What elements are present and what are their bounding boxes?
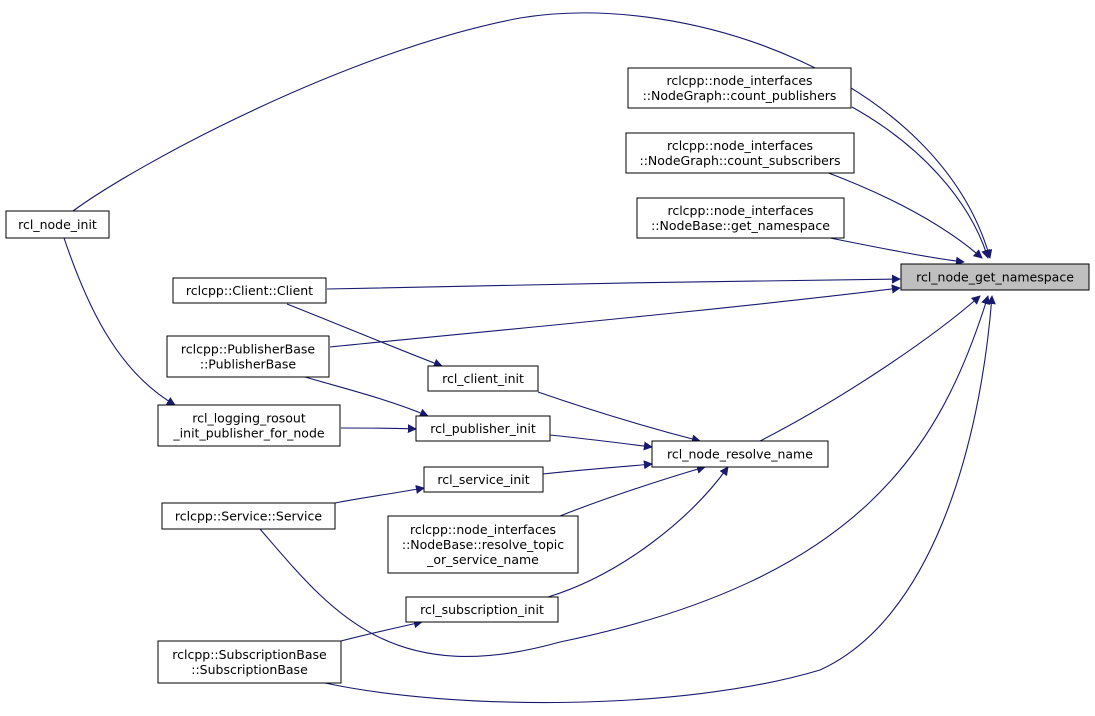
node-box-subscriptionbase[interactable] <box>157 640 342 684</box>
edge-ng_count_subscribers-to-rcl_node_get_namespace <box>825 171 983 259</box>
edge-client_client-to-rcl_node_get_namespace <box>326 274 901 290</box>
node-rcl_node_resolve_name[interactable]: rcl_node_resolve_name <box>651 440 829 468</box>
node-label-ng_count_subscribers-1: ::NodeGraph::count_subscribers <box>640 153 841 168</box>
node-label-rcl_logging_rosout-0: rcl_logging_rosout <box>192 411 306 426</box>
node-nb_resolve_topic[interactable]: rclcpp::node_interfaces::NodeBase::resol… <box>387 515 579 574</box>
node-label-ng_count_publishers-1: ::NodeGraph::count_publishers <box>643 88 837 103</box>
edge-subscriptionbase-to-rcl_node_get_namespace <box>324 295 996 704</box>
edge-rcl_publisher_init-to-rcl_node_resolve_name <box>549 434 653 451</box>
edge-nb_resolve_topic-to-rcl_node_resolve_name <box>559 464 706 517</box>
node-label-nb_get_namespace-1: ::NodeBase::get_namespace <box>651 218 830 233</box>
node-label-client_client-0: rclcpp::Client::Client <box>186 283 313 298</box>
node-label-subscriptionbase-0: rclcpp::SubscriptionBase <box>172 647 327 662</box>
edge-client_client-to-rcl_client_init <box>286 303 443 368</box>
node-label-nb_resolve_topic-0: rclcpp::node_interfaces <box>410 522 556 537</box>
node-box-publisherbase[interactable] <box>166 335 330 378</box>
nodes-layer: rcl_node_get_namespacercl_node_initrclcp… <box>5 67 1090 684</box>
edge-rcl_node_resolve_name-to-rcl_node_get_namespace <box>759 295 981 442</box>
node-rcl_service_init[interactable]: rcl_service_init <box>423 466 544 493</box>
edge-service_service-to-rcl_service_init <box>334 484 425 504</box>
node-label-ng_count_subscribers-0: rclcpp::node_interfaces <box>667 138 813 153</box>
node-box-rcl_publisher_init[interactable] <box>415 415 551 442</box>
node-label-subscriptionbase-1: ::SubscriptionBase <box>191 662 308 677</box>
edge-rcl_client_init-to-rcl_node_resolve_name <box>537 391 701 444</box>
node-box-ng_count_publishers[interactable] <box>627 67 852 109</box>
node-client_client[interactable]: rclcpp::Client::Client <box>172 277 327 304</box>
node-box-rcl_client_init[interactable] <box>427 365 539 392</box>
edge-subscriptionbase-to-rcl_subscription_init <box>340 619 423 642</box>
node-box-service_service[interactable] <box>161 502 336 530</box>
node-label-rcl_publisher_init-0: rcl_publisher_init <box>430 421 536 436</box>
edge-rcl_service_init-to-rcl_node_resolve_name <box>542 460 653 475</box>
node-label-rcl_client_init-0: rcl_client_init <box>442 371 524 386</box>
node-rcl_subscription_init[interactable]: rcl_subscription_init <box>405 596 559 623</box>
node-label-service_service-0: rclcpp::Service::Service <box>175 509 323 524</box>
node-box-nb_resolve_topic[interactable] <box>387 515 579 574</box>
edge-publisherbase-to-rcl_publisher_init <box>304 376 429 418</box>
edge-rcl_logging_rosout-to-rcl_publisher_init <box>340 424 417 434</box>
edge-rcl_node_init-to-rcl_node_get_namespace <box>72 12 993 259</box>
node-box-rcl_subscription_init[interactable] <box>405 596 559 623</box>
node-box-rcl_service_init[interactable] <box>423 466 544 493</box>
node-label-rcl_node_init-0: rcl_node_init <box>18 217 97 232</box>
node-box-nb_get_namespace[interactable] <box>636 197 845 239</box>
node-box-rcl_logging_rosout[interactable] <box>157 404 341 447</box>
edge-service_service-to-rcl_node_get_namespace <box>259 295 990 658</box>
node-label-publisherbase-1: ::PublisherBase <box>200 357 297 372</box>
node-label-publisherbase-0: rclcpp::PublisherBase <box>181 342 316 357</box>
edge-rcl_node_init-to-rcl_logging_rosout <box>63 237 176 406</box>
node-box-rcl_node_init[interactable] <box>5 210 110 239</box>
node-rcl_publisher_init[interactable]: rcl_publisher_init <box>415 415 551 442</box>
node-rcl_client_init[interactable]: rcl_client_init <box>427 365 539 392</box>
node-label-nb_resolve_topic-1: ::NodeBase::resolve_topic <box>402 537 564 552</box>
node-rcl_node_init[interactable]: rcl_node_init <box>5 210 110 239</box>
node-box-ng_count_subscribers[interactable] <box>625 132 855 174</box>
edge-rcl_subscription_init-to-rcl_node_resolve_name <box>547 466 729 598</box>
node-label-rcl_logging_rosout-1: _init_publisher_for_node <box>172 426 324 441</box>
node-label-nb_resolve_topic-2: _or_service_name <box>426 552 539 567</box>
edges-layer <box>63 12 996 704</box>
node-label-rcl_service_init-0: rcl_service_init <box>437 472 529 487</box>
node-label-rcl_node_get_namespace-0: rcl_node_get_namespace <box>916 270 1074 285</box>
node-label-nb_get_namespace-0: rclcpp::node_interfaces <box>667 203 813 218</box>
node-box-rcl_node_resolve_name[interactable] <box>651 440 829 468</box>
node-rcl_logging_rosout[interactable]: rcl_logging_rosout_init_publisher_for_no… <box>157 404 341 447</box>
node-box-client_client[interactable] <box>172 277 327 304</box>
node-subscriptionbase[interactable]: rclcpp::SubscriptionBase::SubscriptionBa… <box>157 640 342 684</box>
node-label-rcl_node_resolve_name-0: rcl_node_resolve_name <box>667 447 813 462</box>
node-label-ng_count_publishers-0: rclcpp::node_interfaces <box>666 73 812 88</box>
edge-ng_count_publishers-to-rcl_node_get_namespace <box>851 106 990 259</box>
node-nb_get_namespace[interactable]: rclcpp::node_interfaces::NodeBase::get_n… <box>636 197 845 239</box>
node-rcl_node_get_namespace[interactable]: rcl_node_get_namespace <box>900 263 1090 291</box>
edge-nb_get_namespace-to-rcl_node_get_namespace <box>829 237 965 266</box>
node-box-rcl_node_get_namespace[interactable] <box>900 263 1090 291</box>
node-ng_count_subscribers[interactable]: rclcpp::node_interfaces::NodeGraph::coun… <box>625 132 855 174</box>
edge-publisherbase-to-rcl_node_get_namespace <box>329 284 901 348</box>
node-ng_count_publishers[interactable]: rclcpp::node_interfaces::NodeGraph::coun… <box>627 67 852 109</box>
node-publisherbase[interactable]: rclcpp::PublisherBase::PublisherBase <box>166 335 330 378</box>
node-label-rcl_subscription_init-0: rcl_subscription_init <box>420 602 544 617</box>
node-service_service[interactable]: rclcpp::Service::Service <box>161 502 336 530</box>
